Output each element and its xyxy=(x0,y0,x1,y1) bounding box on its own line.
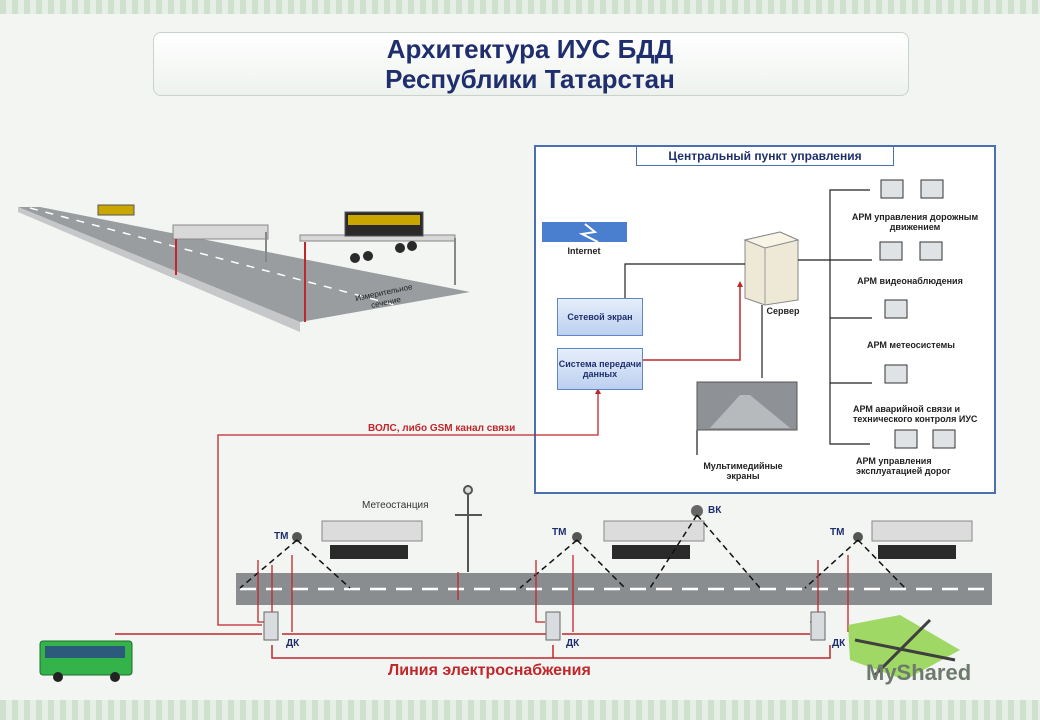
server-label: Сервер xyxy=(766,306,800,316)
weather-station-label: Метеостанция xyxy=(362,500,429,511)
dk-label-1: ДК xyxy=(286,638,300,649)
road-gantries xyxy=(292,505,973,559)
power-line xyxy=(115,633,831,659)
title-line-1: Архитектура ИУС БДД xyxy=(386,34,674,64)
tm-label-2: ТМ xyxy=(552,527,567,538)
workstation-traffic-label: АРМ управления дорожным движением xyxy=(851,212,979,232)
dk-label-2: ДК xyxy=(566,638,580,649)
sensor-beams xyxy=(239,514,906,589)
workstation-operation-label: АРМ управления эксплуатацией дорог xyxy=(856,456,951,476)
title-panel xyxy=(153,32,909,96)
power-line-label: Линия электроснабжения xyxy=(388,662,591,679)
control-center-frame xyxy=(534,145,996,494)
internet-banner-icon xyxy=(542,222,627,242)
title-line-2: Республики Татарстан xyxy=(385,64,675,94)
tm-label-1: ТМ xyxy=(274,531,289,542)
top-decor-stripe xyxy=(0,0,1040,14)
workstation-emergency-label: АРМ аварийной связи и технического контр… xyxy=(853,404,978,424)
bus-icon xyxy=(39,640,133,682)
workstation-video-label: АРМ видеонаблюдения xyxy=(857,276,963,286)
firewall-box: Сетевой экран xyxy=(557,298,643,336)
dk-label-3: ДК xyxy=(832,638,846,649)
comm-channel-line xyxy=(217,392,599,626)
bottom-decor-stripe xyxy=(0,700,1040,720)
multimedia-screen-icon xyxy=(696,381,798,455)
vk-label: ВК xyxy=(708,505,722,516)
screens-label: Мультимедийные экраны xyxy=(703,461,783,481)
road-strip xyxy=(236,573,992,605)
watermark-logo: MyShared xyxy=(866,660,972,685)
workstation-icons xyxy=(879,179,956,449)
internet-label: Internet xyxy=(567,246,601,256)
control-center-links xyxy=(624,189,872,445)
tm-label-3: ТМ xyxy=(830,527,845,538)
weather-station-icon xyxy=(455,485,482,572)
control-center-heading: Центральный пункт управления xyxy=(636,146,894,166)
controller-cabinets xyxy=(263,611,826,641)
server-icon xyxy=(743,231,800,306)
perspective-road xyxy=(18,204,470,332)
server-data-link xyxy=(642,285,741,361)
workstation-weather-label: АРМ метеосистемы xyxy=(867,340,955,350)
comm-channel-label: ВОЛС, либо GSM канал связи xyxy=(368,423,516,434)
data-system-box: Система передачи данных xyxy=(557,348,643,390)
interchange-icon xyxy=(848,615,960,680)
